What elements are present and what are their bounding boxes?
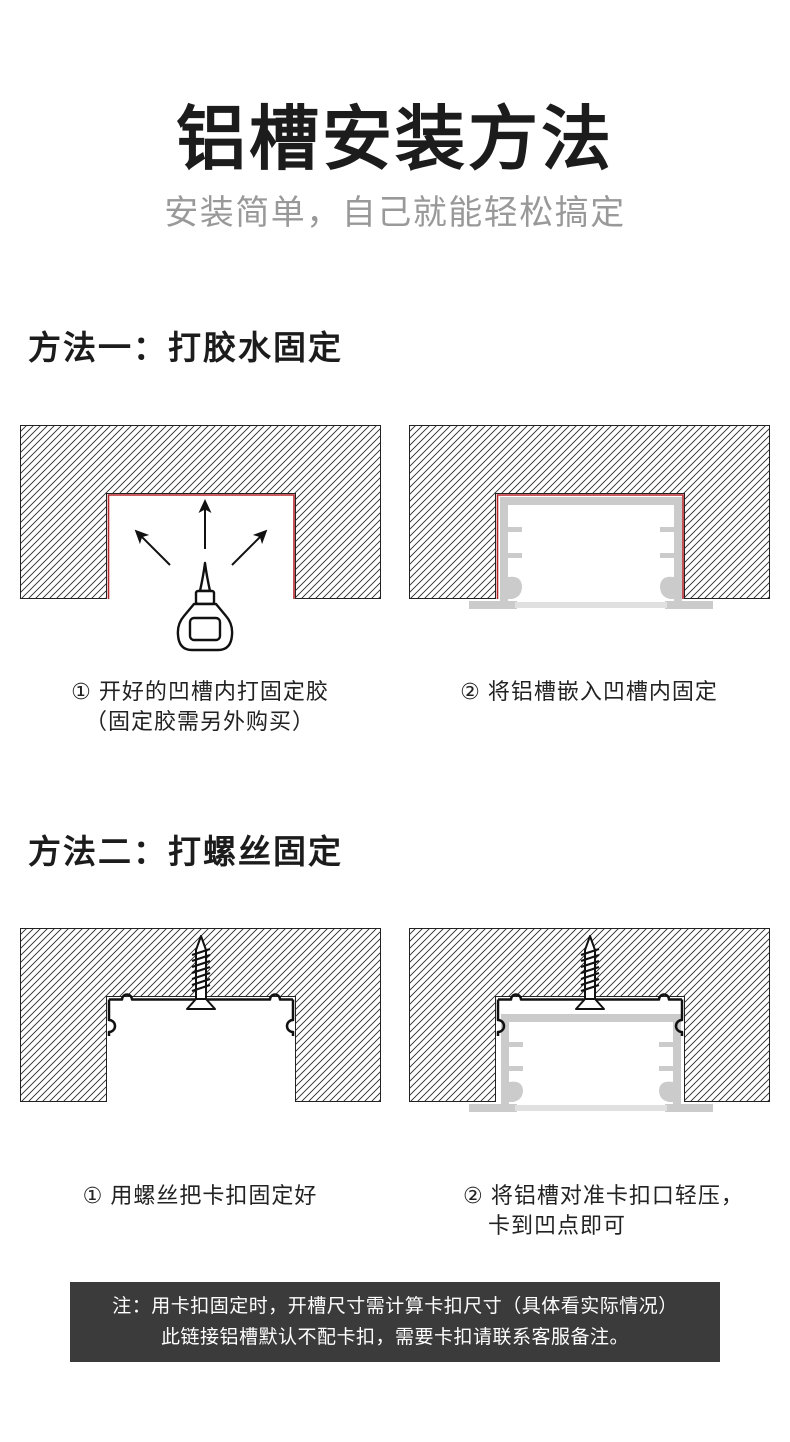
bottle-nozzle: [198, 561, 212, 593]
page-title: 铝槽安装方法: [176, 100, 614, 178]
profile-left-flange: [469, 1104, 517, 1112]
arrow-shaft: [231, 534, 263, 566]
screw-icon: [575, 935, 605, 1010]
caption-line: ① 用螺丝把卡扣固定好: [82, 1183, 318, 1208]
method1-step2-caption: ② 将铝槽嵌入凹槽内固定: [409, 677, 769, 707]
glue-line: [107, 494, 295, 599]
clip-right-hook: [285, 999, 295, 1036]
clip-left-hook: [107, 999, 117, 1036]
glue-step1-diagram: [20, 425, 381, 652]
arrow-up-left-icon: [134, 529, 171, 566]
glue-step2-diagram: [409, 425, 770, 609]
note-line: 此链接铝槽默认不配卡扣，需要卡扣请联系客服备注。: [160, 1327, 629, 1348]
method2-step1-caption: ① 用螺丝把卡扣固定好: [20, 1181, 380, 1211]
arrow-up-icon: [198, 499, 212, 549]
profile-left-flange: [469, 601, 517, 609]
glue-line: [496, 494, 684, 599]
profile-rib: [659, 1042, 673, 1047]
profile-top: [501, 1014, 681, 1022]
arrow-shaft: [139, 534, 171, 566]
bottle-label: [188, 616, 222, 642]
method2-step2-caption: ② 将铝槽对准卡扣口轻压， 卡到凹点即可: [463, 1181, 744, 1241]
profile-right-flange: [665, 1104, 713, 1112]
profile-rib: [660, 527, 674, 532]
screw-icon: [186, 935, 216, 1010]
profile-rib: [659, 1066, 673, 1071]
screw-thread: [191, 947, 211, 993]
arrow-head: [134, 529, 150, 545]
page-subtitle: 安装简单，自己就能轻松搞定: [164, 194, 626, 232]
aluminum-profile: [469, 497, 713, 609]
profile-top: [500, 497, 682, 505]
clip-right-hook: [674, 999, 684, 1036]
screw-step2-diagram: [409, 928, 770, 1112]
method1-step1-caption: ① 开好的凹槽内打固定胶 （固定胶需另外购买）: [20, 677, 380, 737]
screw-head: [575, 998, 605, 1010]
caption-line: ② 将铝槽对准卡扣口轻压，: [463, 1183, 744, 1208]
glue-bottle-icon: [176, 561, 234, 652]
profile-rib: [508, 553, 522, 558]
profile-hook: [509, 1081, 523, 1102]
hatched-wall: [409, 425, 770, 599]
hatched-wall: [20, 928, 381, 1102]
profile-hook: [660, 576, 674, 599]
screw-step1-diagram: [20, 928, 381, 1102]
profile-right-flange: [665, 601, 713, 609]
method2-heading: 方法二：打螺丝固定: [28, 833, 343, 870]
profile-right-wall: [674, 497, 682, 603]
profile-rib: [508, 527, 522, 532]
profile-diffuser: [515, 602, 667, 608]
profile-diffuser: [515, 1105, 667, 1111]
method1-heading: 方法一：打胶水固定: [28, 329, 343, 366]
arrow-head: [198, 499, 212, 513]
profile-hook: [508, 576, 522, 599]
note-box: 注：用卡扣固定时，开槽尺寸需计算卡扣尺寸（具体看实际情况） 此链接铝槽默认不配卡…: [70, 1282, 720, 1362]
arrow-head: [252, 529, 268, 545]
screw-head: [186, 998, 216, 1010]
note-line: 注：用卡扣固定时，开槽尺寸需计算卡扣尺寸（具体看实际情况）: [112, 1296, 678, 1317]
caption-line: 卡到凹点即可: [488, 1213, 627, 1238]
profile-hook: [659, 1081, 673, 1102]
profile-rib: [509, 1042, 523, 1047]
hatched-wall: [20, 425, 381, 599]
caption-line: ① 开好的凹槽内打固定胶: [71, 679, 329, 704]
aluminum-profile: [469, 1014, 713, 1112]
profile-left-wall: [500, 497, 508, 603]
arrow-up-right-icon: [231, 529, 268, 566]
profile-right-wall: [673, 1014, 681, 1106]
screw-thread: [580, 947, 600, 993]
profile-left-wall: [501, 1014, 509, 1106]
hatched-wall: [409, 928, 770, 1102]
caption-line: （固定胶需另外购买）: [84, 709, 315, 734]
profile-rib: [509, 1066, 523, 1071]
caption-line: ② 将铝槽嵌入凹槽内固定: [460, 679, 718, 704]
profile-rib: [660, 553, 674, 558]
clip-left-hook: [496, 999, 506, 1036]
bottle-cap: [194, 589, 216, 606]
